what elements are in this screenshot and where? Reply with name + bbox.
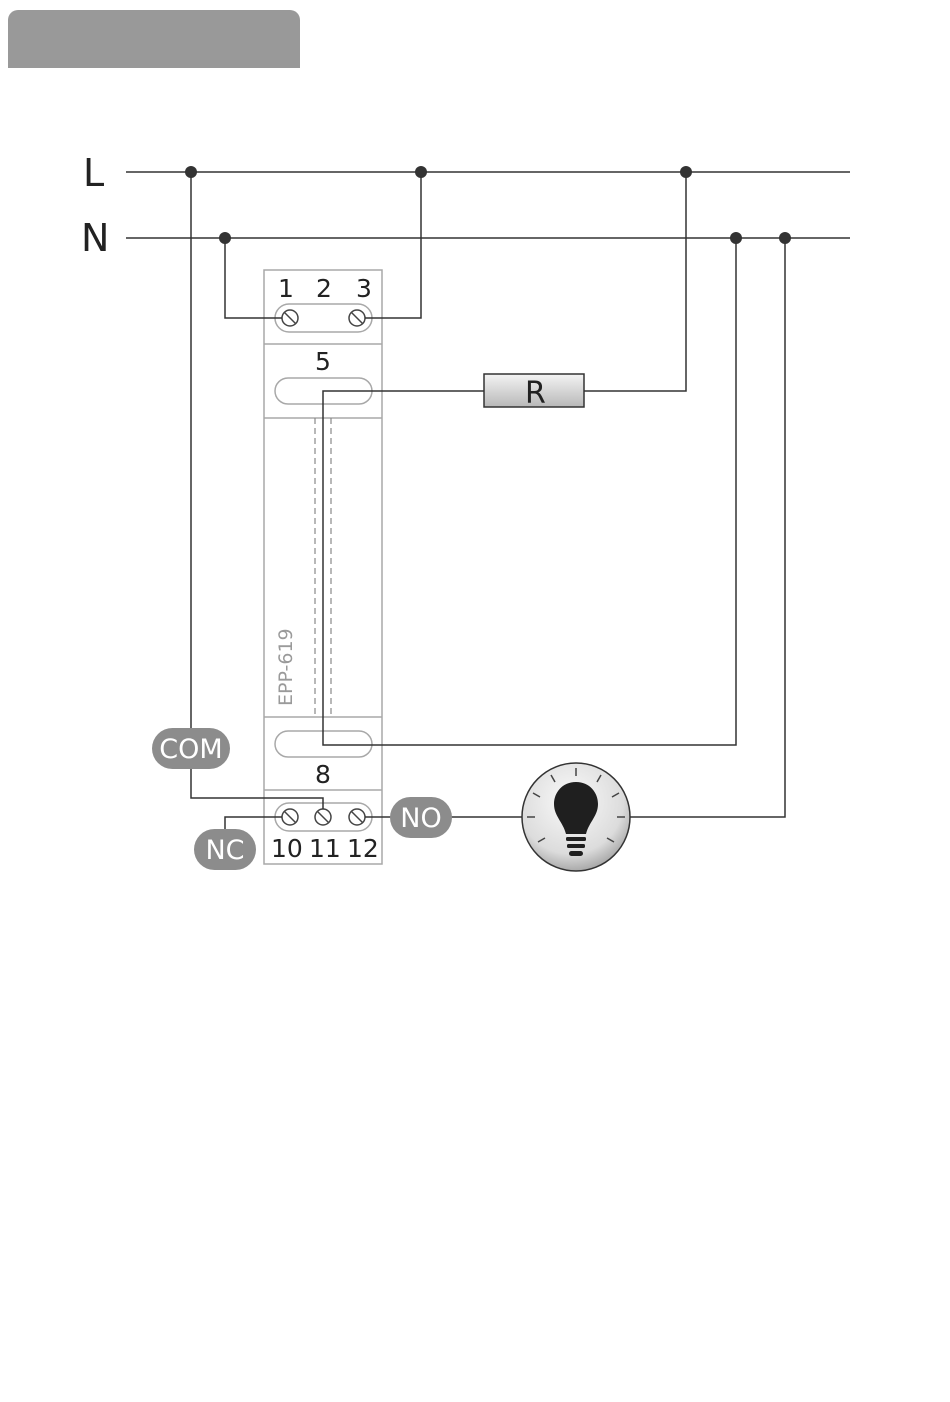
no-label: NO [400, 803, 441, 834]
resistor-label: R [525, 376, 546, 411]
neutral-label: N [81, 216, 109, 260]
nc-label: NC [205, 835, 244, 866]
device-model-label: EPP-619 [275, 628, 297, 706]
terminal-2-label: 2 [316, 274, 332, 303]
terminal-1-label: 1 [278, 274, 294, 303]
com-pill: COM [152, 728, 230, 769]
terminal-3-label: 3 [356, 274, 372, 303]
junction-dots [185, 166, 791, 244]
terminal-8-label: 8 [315, 760, 331, 789]
no-pill: NO [390, 797, 452, 838]
light-bulb-icon [522, 763, 630, 871]
terminal-12-label: 12 [347, 834, 379, 863]
nc-pill: NC [194, 829, 256, 870]
terminal-10-label: 10 [271, 834, 303, 863]
com-label: COM [159, 734, 222, 765]
terminal-11-label: 11 [309, 834, 341, 863]
terminal-5-label: 5 [315, 347, 331, 376]
resistor: R [484, 374, 584, 411]
line-label: L [83, 151, 104, 195]
